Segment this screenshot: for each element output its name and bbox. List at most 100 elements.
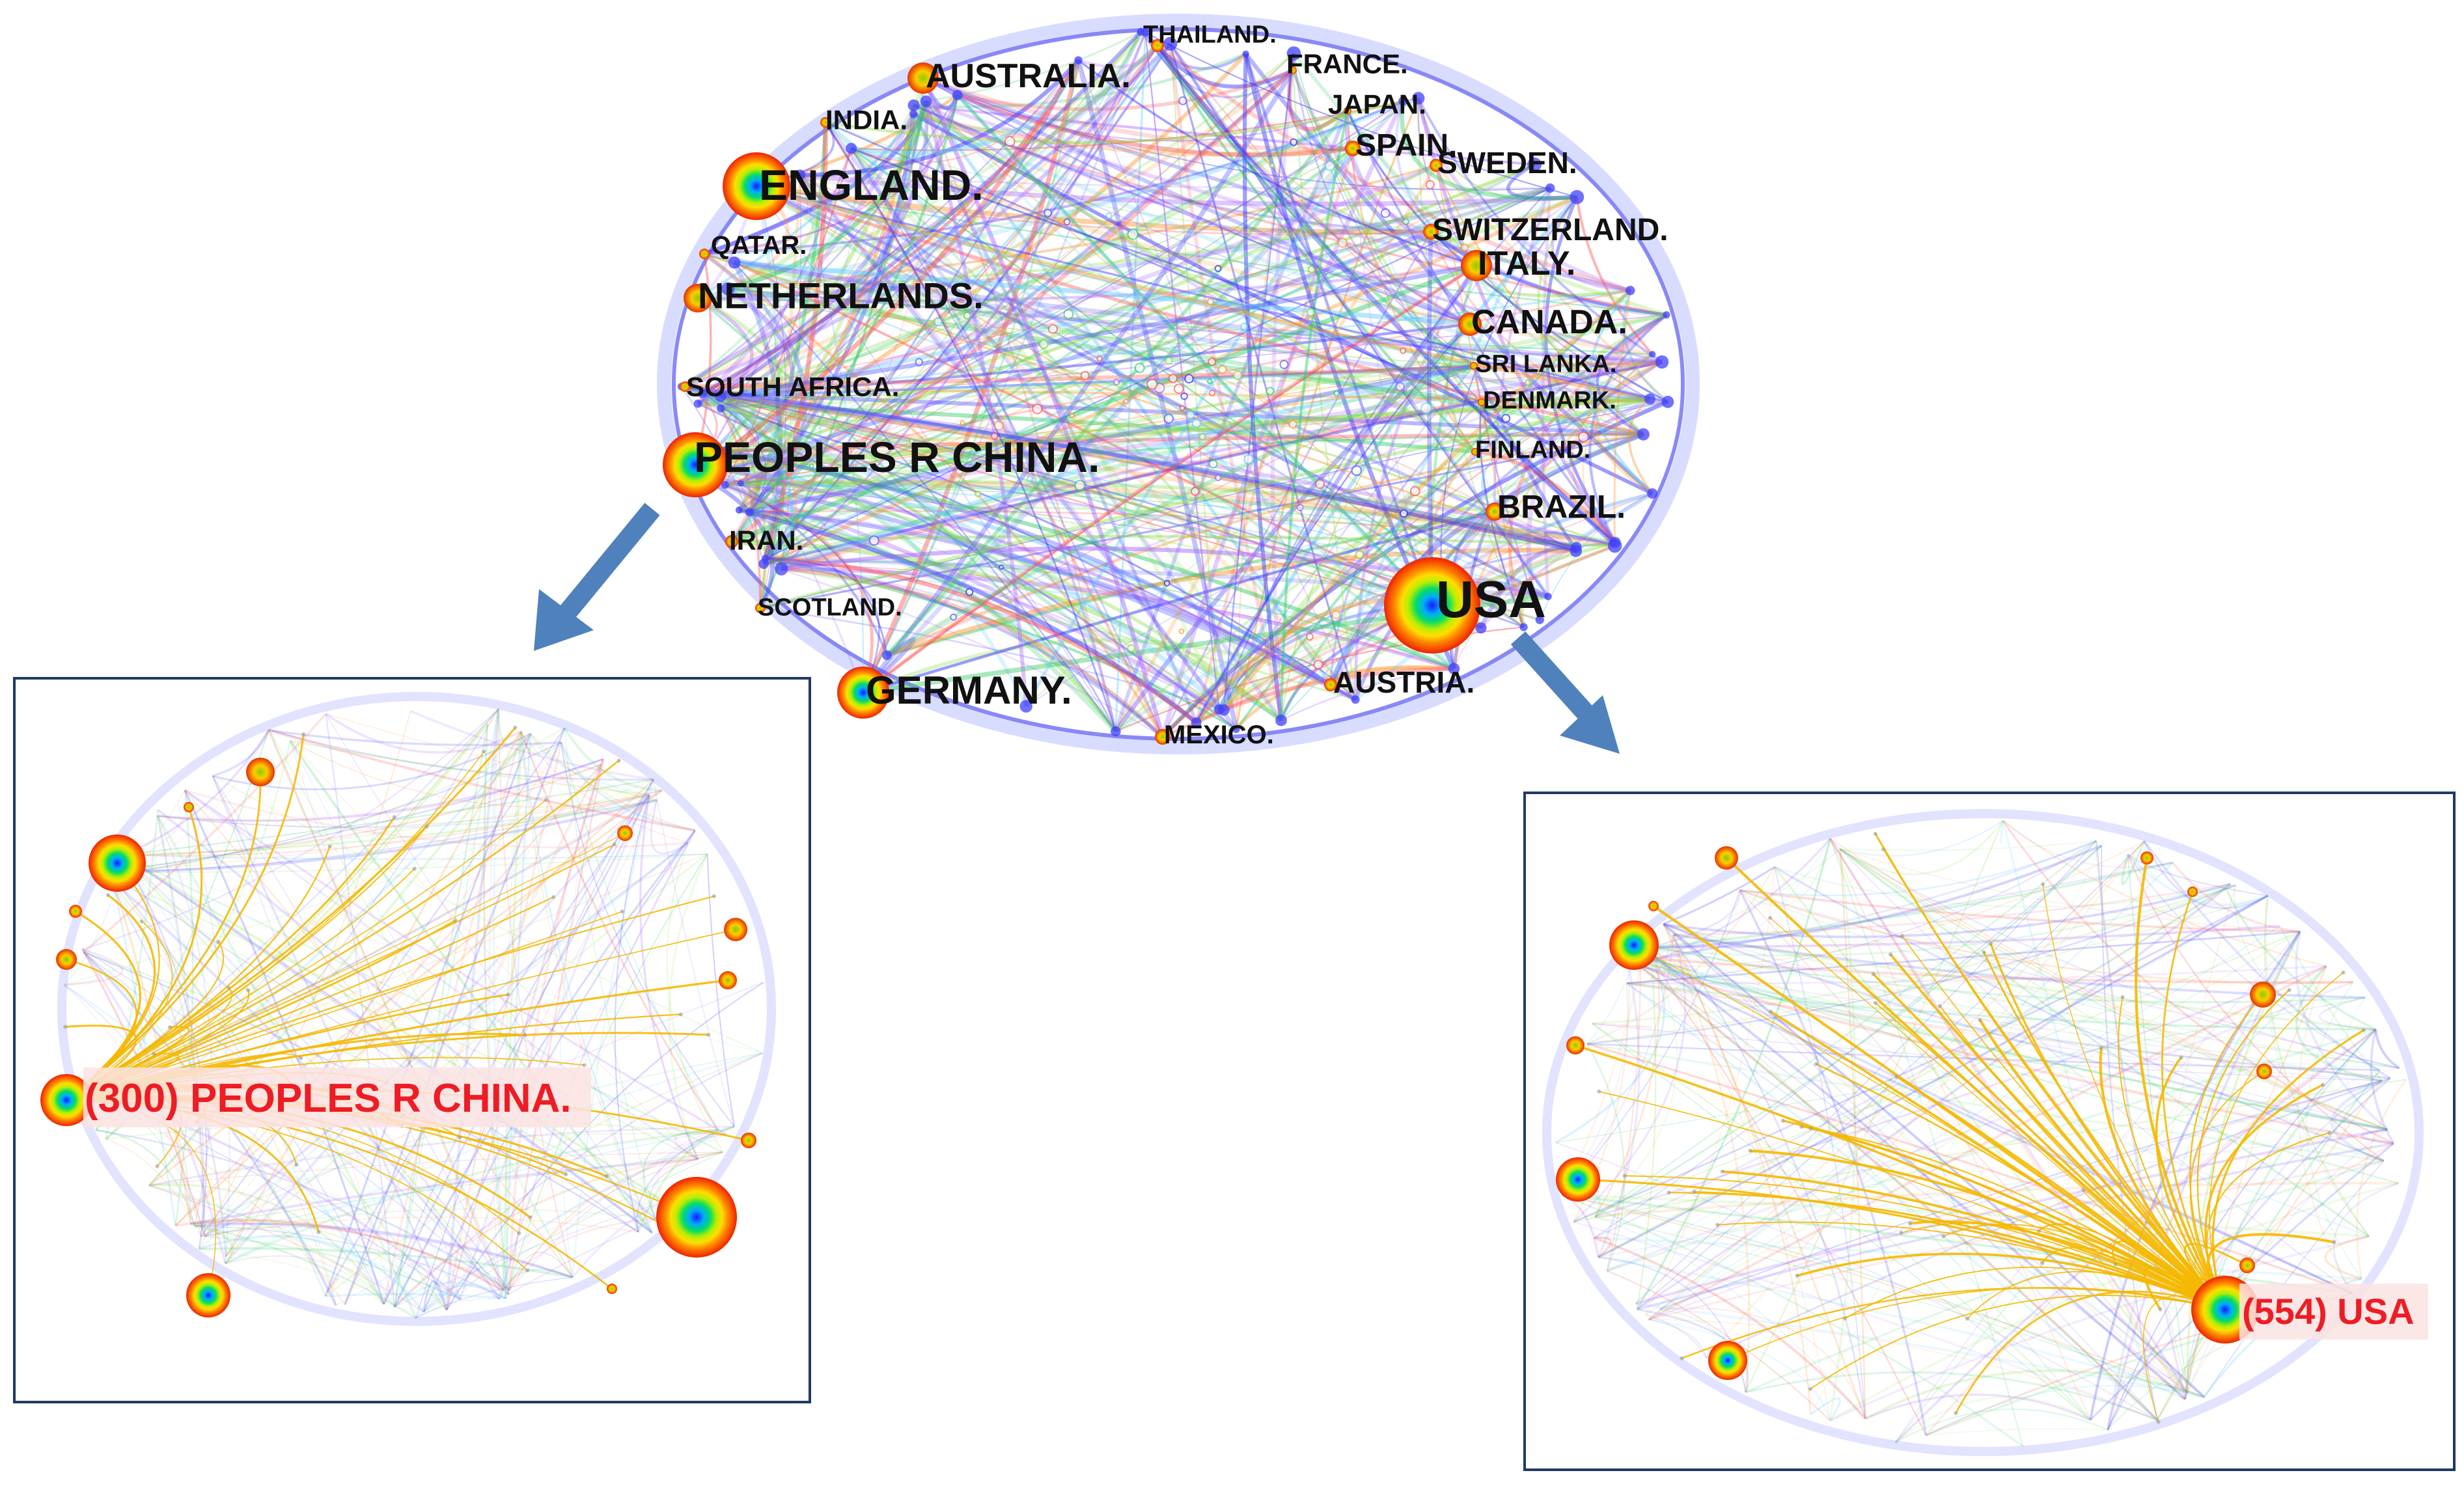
background-link (123, 764, 602, 856)
background-link (1573, 931, 2301, 1222)
minor-country-node (1307, 266, 1316, 273)
background-link (636, 1129, 719, 1233)
background-link (649, 1151, 723, 1220)
italy-label: ITALY. (1478, 245, 1575, 282)
background-link (122, 853, 665, 1203)
background-link (1594, 958, 1678, 1217)
collaboration-link (886, 433, 1644, 657)
collaboration-link (719, 406, 1118, 733)
minor-country-node (745, 508, 754, 517)
collaboration-link (697, 402, 1237, 730)
collaboration-link (1156, 44, 1631, 293)
background-link (530, 733, 658, 801)
collaboration-link (695, 463, 1332, 687)
collaboration-link (763, 122, 828, 559)
collaboration-link (956, 94, 1433, 607)
background-link (1663, 923, 2206, 1398)
collaboration-link (730, 101, 928, 543)
collaboration-link (730, 43, 1172, 543)
minor-country-node (1355, 550, 1364, 559)
collaboration-link (956, 92, 1353, 158)
minor-country-node (523, 1033, 527, 1038)
collaboration-link (749, 148, 1353, 513)
minor-country-node (2332, 1240, 2336, 1245)
background-link (1598, 894, 2269, 1258)
background-link (1586, 895, 2268, 1045)
collaboration-link (719, 395, 785, 565)
background-link (2107, 1368, 2189, 1430)
collaboration-link (755, 184, 1455, 670)
background-link (122, 857, 763, 1054)
england-label: ENGLAND. (759, 161, 984, 209)
minor-country-node (1425, 180, 1435, 189)
background-link (1663, 923, 2400, 1069)
collaboration-link (755, 184, 1549, 598)
collaboration-link (862, 638, 1332, 695)
minor-country-node (1954, 1411, 1958, 1416)
minor-country-node (846, 143, 857, 154)
collaboration-link (1161, 432, 1644, 738)
collaboration-link (738, 105, 916, 512)
collaboration-link (695, 472, 1357, 702)
background-link (1606, 966, 1641, 1271)
background-link (64, 778, 654, 986)
minor-country-node (1535, 615, 1544, 624)
collaboration-link (1217, 195, 1579, 711)
collaboration-link (704, 100, 1404, 256)
minor-country-node (717, 404, 725, 413)
collaboration-link (1287, 53, 1349, 131)
background-link (102, 872, 699, 1161)
collaboration-link (697, 297, 1474, 366)
collaboration-link (1160, 100, 1405, 737)
country-node (186, 1273, 230, 1317)
collaboration-link (760, 401, 1668, 609)
background-link (1626, 982, 2376, 1031)
collaboration-link (925, 100, 1476, 454)
collaboration-link (697, 264, 1477, 303)
collaboration-link (697, 59, 1079, 404)
collaboration-link (851, 147, 1644, 435)
background-link (212, 775, 763, 1054)
background-link (225, 741, 562, 1264)
background-link (1650, 958, 2353, 1295)
collaboration-link (781, 400, 1482, 571)
collaboration-link (913, 113, 1667, 316)
collaboration-link (1430, 231, 1644, 435)
background-link (1592, 1022, 1652, 1028)
highlighted-collaboration-link (66, 826, 428, 1101)
collaboration-link (1161, 400, 1669, 739)
minor-country-node (1571, 542, 1582, 553)
collaboration-link (800, 59, 1080, 177)
minor-country-node (868, 535, 879, 546)
collaboration-link (781, 174, 802, 569)
minor-country-node (1978, 1017, 1982, 1022)
minor-country-node (1313, 659, 1323, 670)
collaboration-link (694, 52, 1247, 476)
minor-country-node (1185, 410, 1195, 420)
collaboration-link (862, 60, 1080, 693)
background-link (1839, 848, 2400, 1069)
background-link (1663, 924, 2388, 1131)
collaboration-link (799, 174, 1525, 628)
background-link (83, 713, 327, 954)
background-link (1639, 943, 2092, 1421)
background-link (1594, 965, 2327, 1218)
background-link (158, 799, 658, 829)
collaboration-link (862, 32, 1146, 693)
collaboration-link (885, 147, 1354, 657)
collaboration-link (1329, 491, 1653, 686)
highlighted-collaboration-link (1668, 1192, 2226, 1311)
collaboration-link (1194, 264, 1478, 724)
background-link (1626, 957, 2353, 1295)
minor-country-node (907, 99, 920, 111)
background-link (508, 1218, 656, 1295)
background-link (383, 794, 650, 1305)
background-link (103, 794, 650, 873)
collaboration-link (740, 361, 1663, 485)
collaboration-link (725, 470, 788, 488)
background-link (1606, 981, 2354, 1272)
background-link (212, 775, 448, 1311)
minor-country-node (2081, 1188, 2086, 1192)
country-node (1648, 901, 1659, 911)
collaboration-link (1417, 98, 1663, 363)
